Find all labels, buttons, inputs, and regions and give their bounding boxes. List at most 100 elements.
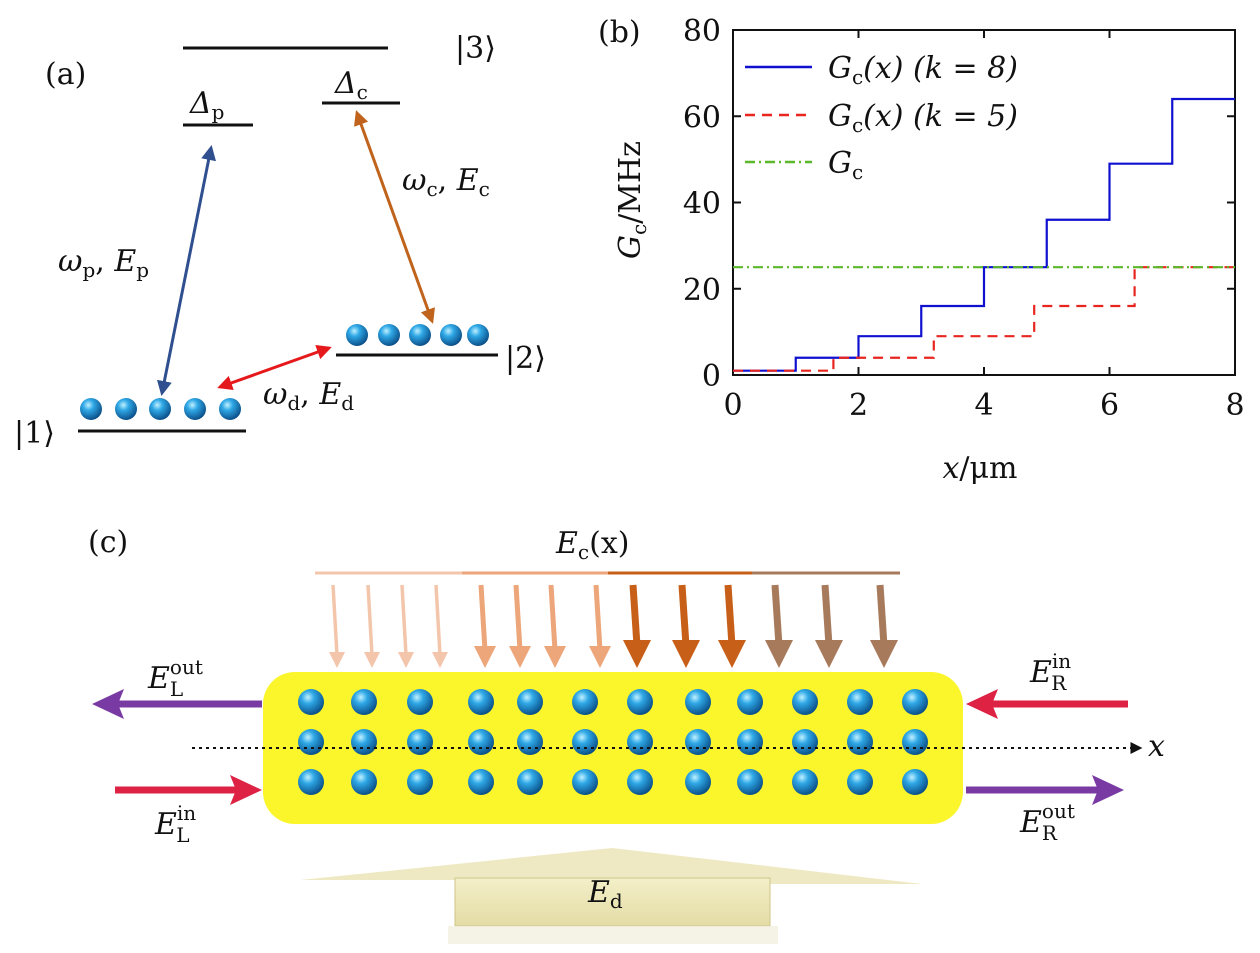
y-tick-label: 40 (683, 187, 721, 222)
state-3-label: |3⟩ (455, 31, 496, 66)
coupling-arrow-head (432, 652, 448, 668)
coupling-arrow (400, 584, 408, 656)
medium-atom (351, 729, 377, 755)
atom (409, 324, 431, 346)
coupling-arrow-head (544, 646, 566, 668)
medium-atom (627, 769, 653, 795)
medium-atom (407, 689, 433, 715)
coupling-arrow (821, 584, 833, 646)
legend-label-k5: Gc(x) (k = 5) (828, 99, 1018, 137)
probe-transition-label: ωp, Ep (58, 244, 149, 282)
x-tick-label: 0 (723, 388, 742, 423)
panel-a: (a) |3⟩ |2⟩ |1⟩ Δp Δc ωp, Ep ωc, Ec ωd, … (14, 31, 546, 451)
coupling-field-label: Ec(x) (555, 526, 629, 564)
medium-atom (792, 689, 818, 715)
coupling-arrow-head (623, 640, 651, 668)
medium-atom (627, 729, 653, 755)
medium-atom (351, 769, 377, 795)
x-tick-label: 8 (1225, 388, 1244, 423)
medium-atom (847, 769, 873, 795)
coupling-arrow (331, 584, 339, 656)
drive-field-body (454, 877, 771, 927)
coupling-arrow (366, 584, 374, 656)
medium-atom (468, 769, 494, 795)
y-axis-label: Gc/MHz (613, 141, 651, 259)
y-tick-label: 20 (683, 273, 721, 308)
medium-atom (847, 689, 873, 715)
series-line-2 (733, 266, 1235, 372)
medium-atom (517, 689, 543, 715)
medium-atom (902, 769, 928, 795)
coupling-arrow (513, 584, 523, 651)
medium-atom (298, 769, 324, 795)
atom (467, 324, 489, 346)
panel-a-label: (a) (45, 57, 86, 92)
coupling-transition-label: ωc, Ec (402, 163, 490, 201)
coupling-arrow-head (672, 640, 700, 668)
coupling-arrow-head (329, 652, 345, 668)
medium-atom (517, 729, 543, 755)
medium-atom (298, 689, 324, 715)
coupling-arrow-head (589, 646, 611, 668)
x-axis-label: x/μm (943, 451, 1018, 486)
series-line-1 (733, 97, 1235, 372)
coupling-arrow-head (364, 652, 380, 668)
medium-atom (517, 769, 543, 795)
y-tick-label: 80 (683, 14, 721, 49)
right-output-arrow (966, 775, 1124, 805)
x-tick-label: 2 (849, 388, 868, 423)
coupling-arrow (724, 584, 736, 646)
atom (184, 398, 206, 420)
coupling-arrow (629, 584, 641, 646)
drive-field-block (300, 848, 922, 944)
state-1-label: |1⟩ (14, 416, 55, 451)
medium-atom (737, 689, 763, 715)
coupling-arrow (593, 584, 603, 651)
y-tick-label: 60 (683, 100, 721, 135)
medium-atom (737, 729, 763, 755)
medium-atom (685, 689, 711, 715)
atom (346, 324, 368, 346)
medium-atom (902, 729, 928, 755)
x-tick-label: 6 (1100, 388, 1119, 423)
medium-atom (351, 689, 377, 715)
detuning-p-label: Δp (189, 86, 224, 124)
medium-atom (572, 689, 598, 715)
medium-atom (685, 729, 711, 755)
coupling-arrow (876, 584, 888, 646)
medium-atom (847, 729, 873, 755)
left-output-arrow (92, 689, 262, 719)
drive-field-glow (448, 926, 778, 944)
medium-atom (627, 689, 653, 715)
drive-field-label: Ed (587, 875, 623, 913)
medium-atom (298, 729, 324, 755)
drive-transition-label: ωd, Ed (263, 377, 354, 415)
atom (80, 398, 102, 420)
legend-label-k8: Gc(x) (k = 8) (828, 51, 1018, 89)
coupling-arrow-head (718, 640, 746, 668)
atoms-level-2 (346, 324, 489, 346)
medium-atom (685, 769, 711, 795)
coupling-arrow-head (765, 640, 793, 668)
medium-atom (407, 769, 433, 795)
coupling-arrow (548, 584, 558, 651)
coupling-arrow-head (509, 646, 531, 668)
medium-atom (902, 689, 928, 715)
coupling-arrow (678, 584, 690, 646)
atom (115, 398, 137, 420)
coupling-arrow-head (474, 646, 496, 668)
legend-label-gc: Gc (828, 146, 863, 184)
drive-field-roof (300, 848, 922, 884)
atom (440, 324, 462, 346)
drive-transition-arrow (217, 344, 332, 391)
medium-atom (468, 729, 494, 755)
medium-atom (407, 729, 433, 755)
left-input-arrow (115, 775, 262, 805)
atom (149, 398, 171, 420)
detuning-c-label: Δc (334, 66, 368, 104)
